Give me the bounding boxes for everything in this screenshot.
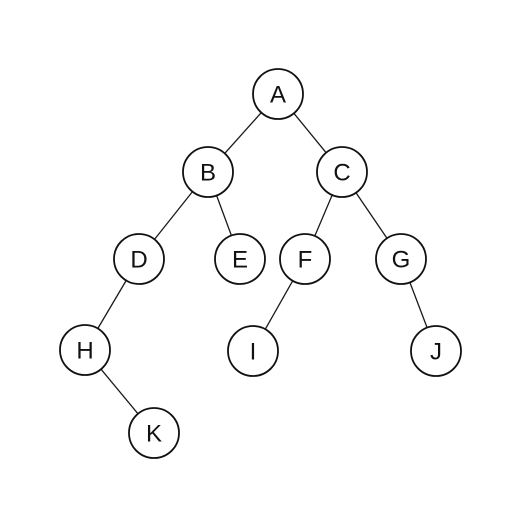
- node-label: D: [130, 247, 147, 274]
- tree-node-k: K: [128, 407, 180, 459]
- edge-c-f: [314, 194, 333, 237]
- tree-node-b: B: [182, 146, 234, 198]
- node-circle: [128, 407, 180, 459]
- tree-node-a: A: [252, 68, 304, 120]
- node-label: J: [430, 339, 442, 366]
- node-circle: [375, 233, 427, 285]
- node-circle: [279, 233, 331, 285]
- node-label: E: [232, 247, 248, 274]
- tree-node-j: J: [410, 325, 462, 377]
- node-label: K: [146, 421, 162, 448]
- node-circle: [113, 233, 165, 285]
- tree-node-d: D: [113, 233, 165, 285]
- node-circle: [227, 325, 279, 377]
- node-label: H: [76, 338, 93, 365]
- tree-node-i: I: [227, 325, 279, 377]
- edge-d-h: [97, 280, 127, 329]
- tree-node-e: E: [214, 233, 266, 285]
- edge-a-b: [224, 112, 262, 154]
- tree-edges: [97, 112, 428, 415]
- node-label: C: [333, 160, 350, 187]
- edge-b-d: [153, 191, 194, 240]
- node-label: F: [298, 247, 313, 274]
- tree-node-f: F: [279, 233, 331, 285]
- tree-node-c: C: [316, 146, 368, 198]
- node-label: I: [250, 339, 257, 366]
- node-circle: [59, 324, 111, 376]
- node-circle: [252, 68, 304, 120]
- node-circle: [410, 325, 462, 377]
- node-circle: [316, 146, 368, 198]
- tree-nodes: A B C D E F G H I J K: [59, 68, 462, 459]
- tree-node-h: H: [59, 324, 111, 376]
- edge-g-j: [409, 282, 428, 328]
- tree-node-g: G: [375, 233, 427, 285]
- node-label: A: [270, 82, 286, 109]
- edge-f-i: [264, 280, 294, 330]
- edge-a-c: [293, 112, 327, 154]
- edge-h-k: [100, 368, 139, 415]
- edge-b-e: [215, 195, 233, 236]
- node-label: G: [392, 247, 411, 274]
- node-circle: [182, 146, 234, 198]
- edge-c-g: [355, 192, 388, 239]
- node-label: B: [200, 160, 216, 187]
- node-circle: [214, 233, 266, 285]
